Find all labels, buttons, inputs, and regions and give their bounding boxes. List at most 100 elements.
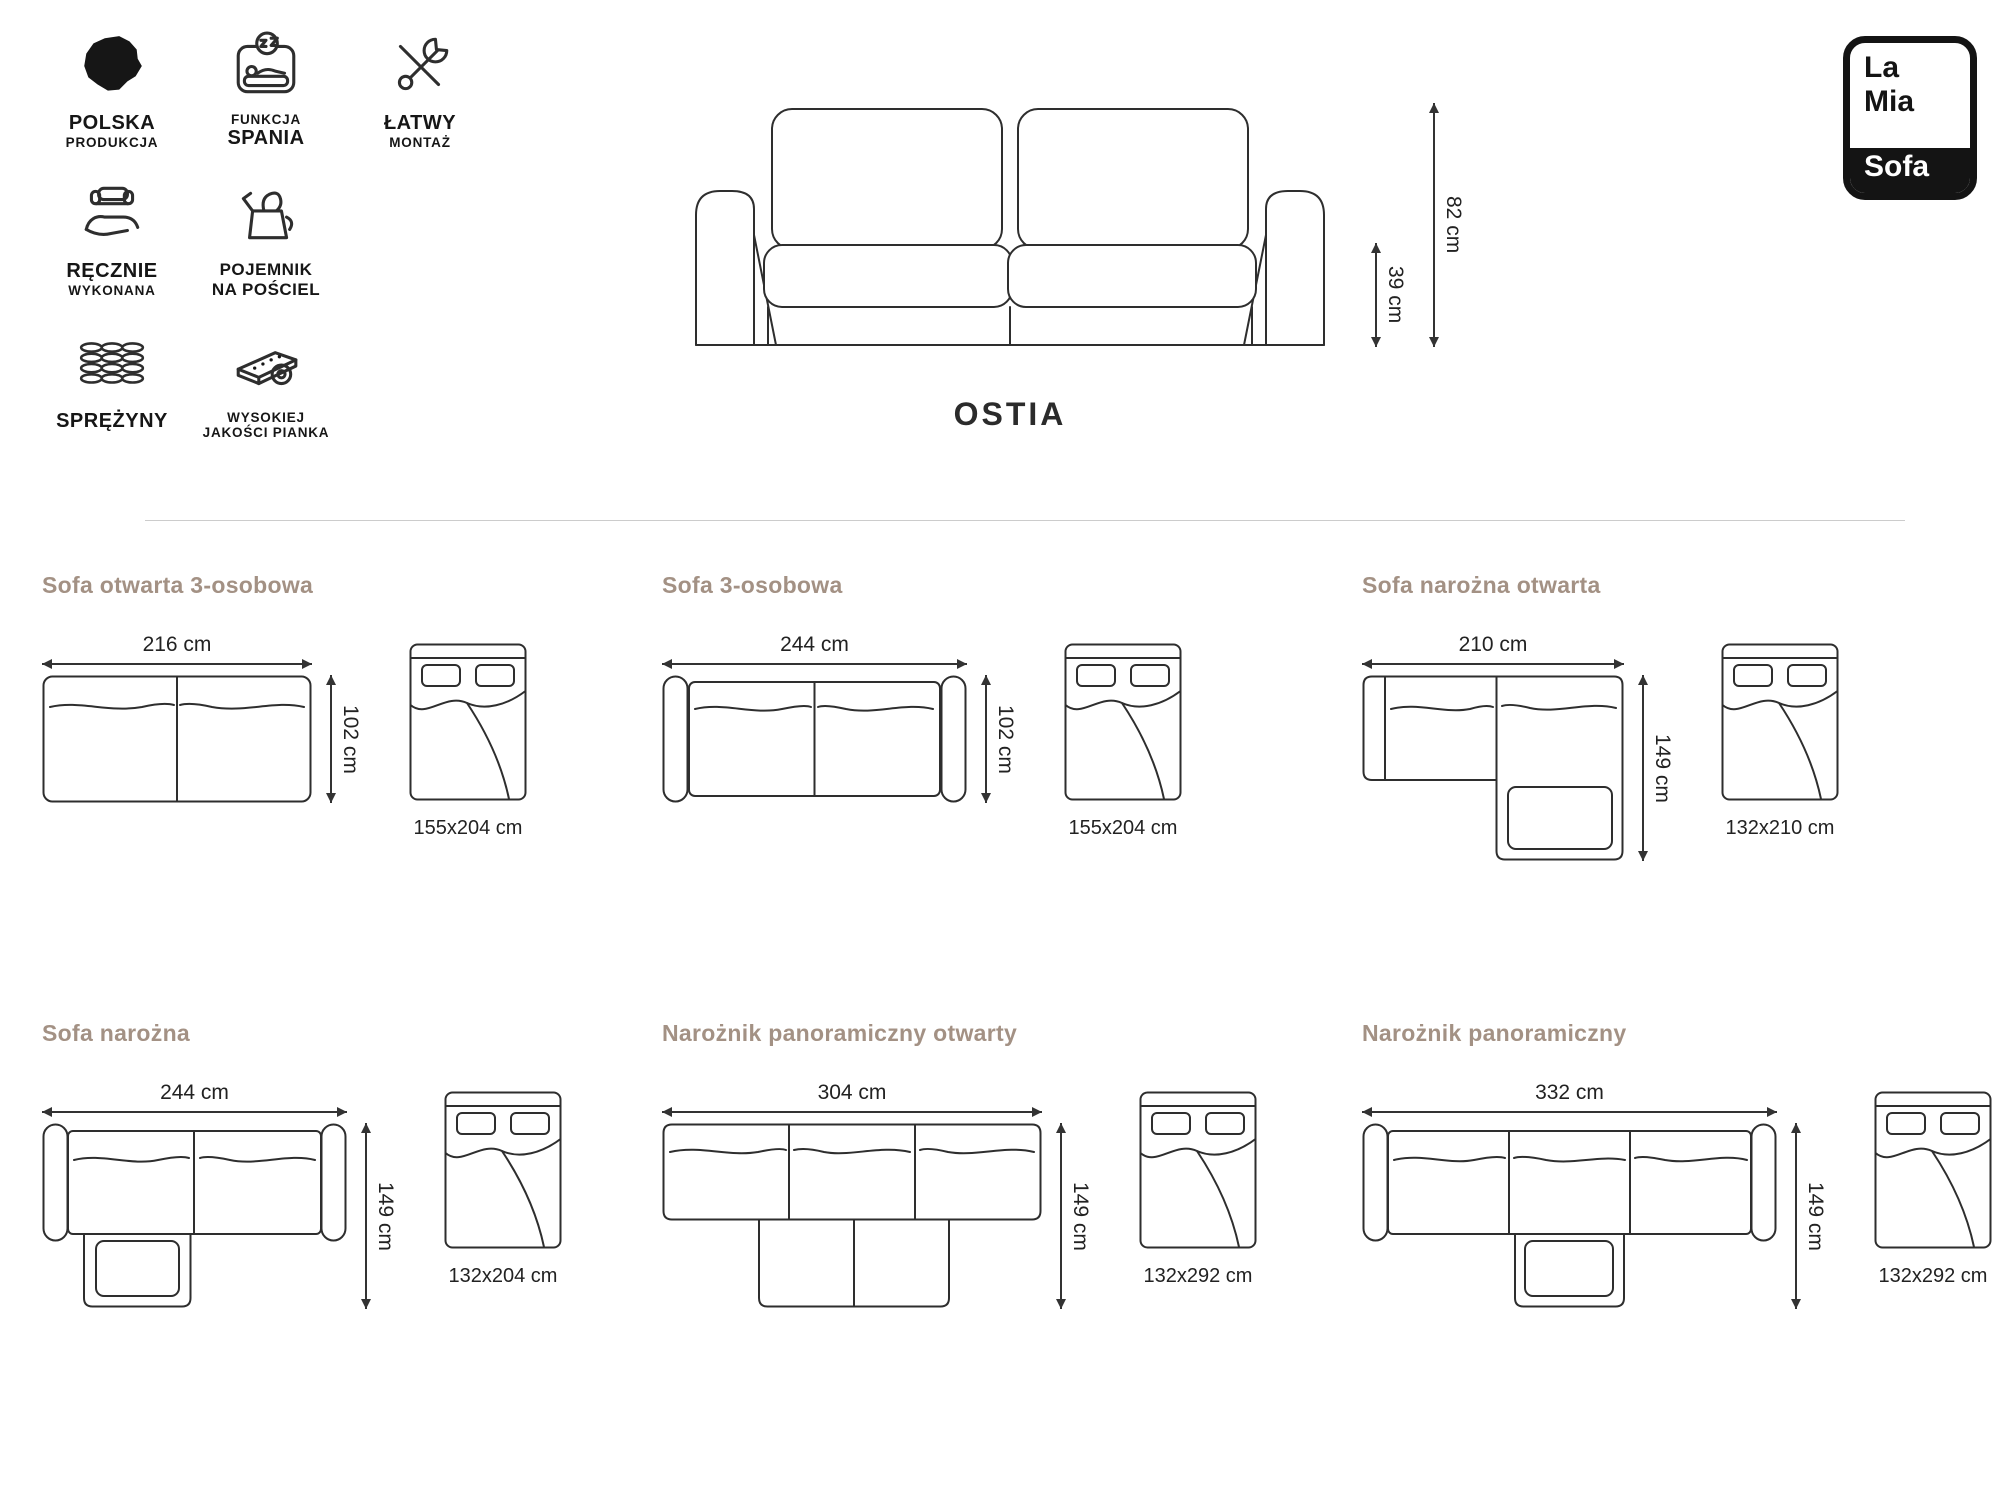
variant-corner-open: Sofa narożna otwarta 210 cm (1362, 572, 1962, 1020)
feature-label-line: FUNKCJA (230, 112, 302, 127)
depth-arrow (326, 675, 336, 803)
bed-top-view (1064, 643, 1182, 801)
variant-diagram: 244 cm 102 cm (662, 633, 1362, 840)
feature-label-line: PRODUKCJA (65, 135, 159, 150)
width-dimension-label: 332 cm (1535, 1081, 1604, 1104)
springs-icon (79, 342, 145, 384)
variant-corner: Sofa narożna 244 cm (42, 1020, 662, 1468)
depth-arrow (981, 675, 991, 803)
sofa-top-view (1362, 1123, 1777, 1308)
divider (145, 520, 1905, 521)
bed-dimension-label: 132x292 cm (1143, 1265, 1253, 1287)
sofa-top-view (42, 1123, 347, 1308)
brand-logo-top: La Mia (1850, 43, 1970, 148)
poland-map-icon (84, 36, 142, 91)
bed-top-view (409, 643, 527, 801)
bed-dimension-label: 132x210 cm (1725, 817, 1835, 839)
sofa-top-view (662, 675, 967, 803)
feature-label-line: POLSKA (68, 112, 156, 134)
variant-3-seater: Sofa 3-osobowa 244 cm (662, 572, 1362, 1020)
feature-label: RĘCZNIE WYKONANA (38, 260, 186, 298)
total-height-label: 82 cm (1442, 196, 1465, 254)
depth-dimension-label: 149 cm (1804, 1181, 1827, 1251)
bedding-container-icon (241, 191, 294, 240)
bed-dimension-label: 155x204 cm (413, 817, 523, 839)
feature-latwy-montaz: ŁATWY MONTAŻ (346, 30, 494, 150)
variant-title: Narożnik panoramiczny (1362, 1020, 1627, 1046)
seat-height-arrow (1371, 243, 1381, 347)
variant-panoramic-open: Narożnik panoramiczny otwarty 304 cm (662, 1020, 1362, 1468)
feature-label-line: SPANIA (227, 127, 305, 149)
feature-label-line: RĘCZNIE (66, 260, 158, 282)
width-dimension-label: 244 cm (160, 1081, 229, 1104)
hero-sofa-section: 39 cm 82 cm OSTIA (660, 70, 1490, 450)
variant-title: Sofa 3-osobowa (662, 572, 843, 598)
feature-sprezyny: SPRĘŻYNY (38, 328, 186, 433)
feature-label: ŁATWY MONTAŻ (346, 112, 494, 150)
sofa-top-view (42, 675, 312, 803)
handmade-icon (84, 186, 140, 236)
feature-label-line: POJEMNIK (219, 260, 313, 279)
total-height-dimension: 82 cm (1429, 103, 1465, 347)
feature-label-line: SPRĘŻYNY (56, 410, 168, 432)
feature-label-line: NA POŚCIEL (211, 280, 321, 299)
feature-label-line: WYSOKIEJ (227, 410, 305, 425)
depth-arrow (361, 1123, 371, 1309)
bed-dimension-label: 132x204 cm (448, 1265, 558, 1287)
feature-label: POJEMNIK NA POŚCIEL (192, 260, 340, 300)
depth-dimension-label: 149 cm (1069, 1181, 1092, 1251)
brand-logo: La Mia Sofa (1843, 36, 1977, 200)
bed-top-view (1139, 1091, 1257, 1249)
feature-label-line: MONTAŻ (389, 135, 451, 150)
feature-label-line: ŁATWY (383, 112, 457, 134)
sofa-front-illustration (695, 108, 1325, 346)
tools-icon (397, 37, 449, 91)
seat-height-dimension: 39 cm (1371, 243, 1407, 347)
depth-arrow (1056, 1123, 1066, 1309)
variant-panoramic: Narożnik panoramiczny 332 cm (1362, 1020, 1962, 1468)
depth-dimension-label: 102 cm (994, 704, 1017, 774)
width-dimension-label: 216 cm (142, 633, 212, 656)
feature-list: POLSKA PRODUKCJA FUNKCJA SPANIA (38, 30, 518, 468)
seat-height-label: 39 cm (1384, 266, 1407, 324)
feature-polska-produkcja: POLSKA PRODUKCJA (38, 30, 186, 150)
hero-dimensions: 39 cm 82 cm (1371, 95, 1485, 350)
variant-title: Narożnik panoramiczny otwarty (662, 1020, 1018, 1046)
feature-label-line: JAKOŚCI PIANKA (202, 425, 330, 440)
depth-arrow (1791, 1123, 1801, 1309)
sleep-function-icon (236, 31, 296, 94)
width-arrow (662, 659, 967, 669)
depth-dimension-label: 149 cm (1651, 733, 1674, 803)
variant-diagram: 244 cm 14 (42, 1081, 662, 1309)
feature-pojemnik-na-posciel: POJEMNIK NA POŚCIEL (192, 178, 340, 300)
feature-label: FUNKCJA SPANIA (192, 112, 340, 150)
total-height-arrow (1429, 103, 1439, 347)
width-dimension-label: 304 cm (817, 1081, 887, 1104)
variant-diagram: 216 cm 102 cm (42, 633, 662, 840)
depth-dimension-label: 149 cm (374, 1181, 397, 1251)
variant-title: Sofa narożna otwarta (1362, 572, 1601, 598)
feature-row: POLSKA PRODUKCJA FUNKCJA SPANIA (38, 30, 518, 150)
width-arrow (1362, 659, 1624, 669)
variant-diagram: 210 cm 149 cm (1362, 633, 1962, 861)
sofa-top-view (662, 1123, 1042, 1308)
width-arrow (1362, 1107, 1777, 1117)
width-arrow (42, 1107, 347, 1117)
width-arrow (662, 1107, 1042, 1117)
bed-dimension-label: 155x204 cm (1068, 817, 1178, 839)
width-dimension-label: 210 cm (1458, 633, 1528, 656)
bed-top-view (1721, 643, 1839, 801)
feature-label: SPRĘŻYNY (38, 410, 186, 433)
variant-diagram: 304 cm 14 (662, 1081, 1362, 1309)
brand-word-sofa: Sofa (1850, 148, 1970, 193)
brand-word-la: La (1864, 51, 1900, 84)
feature-wysokiej-jakosci-pianka: WYSOKIEJ JAKOŚCI PIANKA (192, 328, 340, 440)
variant-title: Sofa otwarta 3-osobowa (42, 572, 314, 598)
bed-top-view (444, 1091, 562, 1249)
feature-label: WYSOKIEJ JAKOŚCI PIANKA (192, 410, 340, 440)
brand-word-mia: Mia (1864, 84, 1915, 118)
width-arrow (42, 659, 312, 669)
bed-dimension-label: 132x292 cm (1878, 1265, 1988, 1287)
bed-top-view (1874, 1091, 1992, 1249)
variant-diagram: 332 cm (1362, 1081, 1962, 1309)
